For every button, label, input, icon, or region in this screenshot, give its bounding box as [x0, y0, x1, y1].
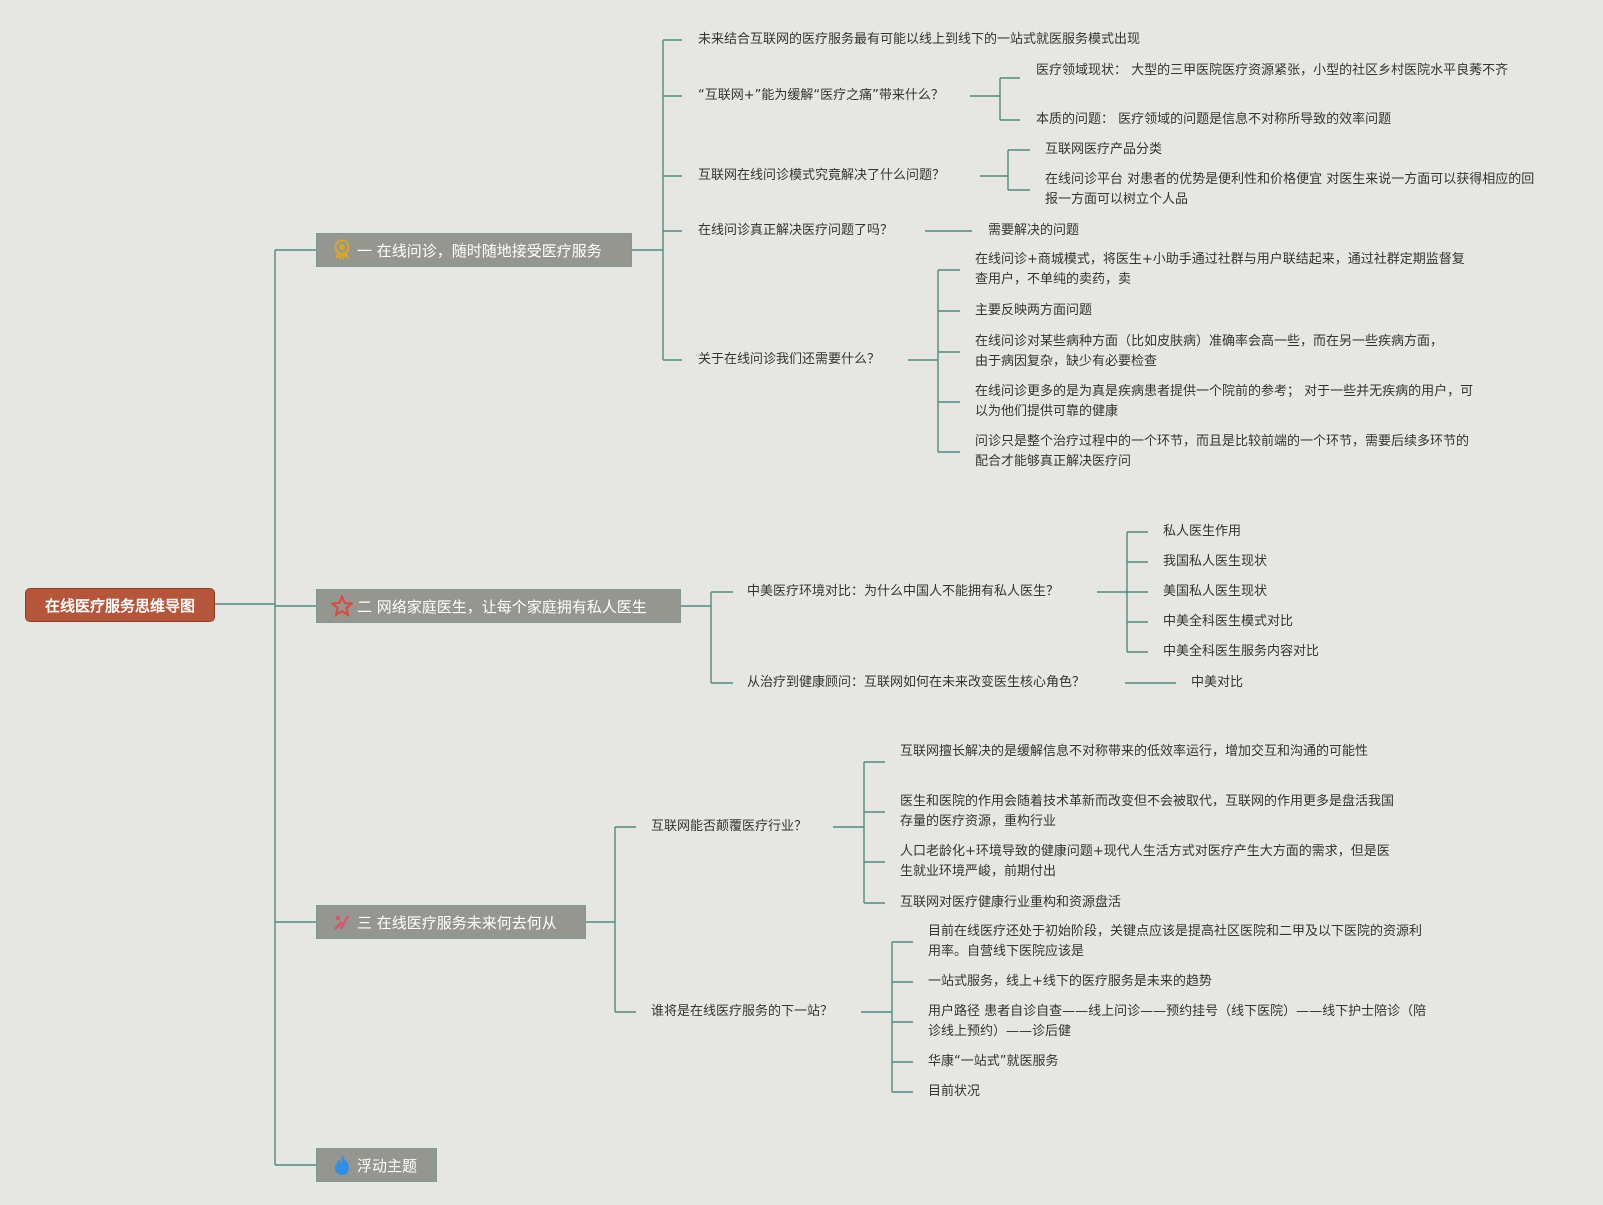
- branch-node[interactable]: “互联网+”能为缓解“医疗之痛”带来什么？: [698, 88, 944, 103]
- branch-node[interactable]: 在线问诊真正解决医疗问题了吗？: [698, 223, 894, 238]
- award-icon: [331, 239, 353, 261]
- topic-label: 三 在线医疗服务未来何去何从: [357, 913, 557, 932]
- leaf-node[interactable]: 私人医生作用: [1163, 524, 1242, 539]
- branch-node[interactable]: 未来结合互联网的医疗服务最有可能以线上到线下的一站式就医服务模式出现: [698, 32, 1141, 47]
- leaf-node[interactable]: 需要解决的问题: [988, 223, 1080, 238]
- topic-label: 二 网络家庭医生，让每个家庭拥有私人医生: [357, 597, 647, 616]
- leaf-node[interactable]: 中美对比: [1191, 675, 1244, 690]
- leaf-node[interactable]: 互联网对医疗健康行业重构和资源盘活: [900, 895, 1122, 910]
- leaf-node[interactable]: 本质的问题： 医疗领域的问题是信息不对称所导致的效率问题: [1036, 112, 1392, 127]
- topic-online-consultation[interactable]: 一 在线问诊，随时随地接受医疗服务: [316, 233, 632, 267]
- leaf-node[interactable]: 在线问诊更多的是为真是疾病患者提供一个院前的参考； 对于一些并无疾病的用户，可以…: [975, 384, 1474, 419]
- topic-floating[interactable]: 浮动主题: [316, 1148, 437, 1182]
- topic-label: 浮动主题: [357, 1156, 418, 1175]
- topic-family-doctor[interactable]: 二 网络家庭医生，让每个家庭拥有私人医生: [316, 589, 681, 623]
- topic-label: 一 在线问诊，随时随地接受医疗服务: [357, 241, 602, 260]
- branch-node[interactable]: 中美医疗环境对比：为什么中国人不能拥有私人医生？: [747, 584, 1060, 599]
- leaf-node[interactable]: 医疗领域现状： 大型的三甲医院医疗资源紧张，小型的社区乡村医院水平良莠不齐: [1036, 63, 1509, 78]
- branch-node[interactable]: 从治疗到健康顾问：互联网如何在未来改变医生核心角色？: [747, 675, 1086, 690]
- leaf-node[interactable]: 华康“一站式”就医服务: [928, 1054, 1059, 1069]
- star-icon: [331, 595, 353, 617]
- leaf-node[interactable]: 美国私人医生现状: [1163, 584, 1268, 599]
- leaf-node[interactable]: 一站式服务，线上+线下的医疗服务是未来的趋势: [928, 974, 1212, 989]
- branch-node[interactable]: 互联网在线问诊模式究竟解决了什么问题？: [698, 168, 946, 183]
- leaf-node[interactable]: 医生和医院的作用会随着技术革新而改变但不会被取代，互联网的作用更多是盘活我国存量…: [900, 794, 1395, 829]
- branch-node[interactable]: 互联网能否颠覆医疗行业？: [651, 819, 808, 834]
- leaf-node[interactable]: 在线问诊对某些病种方面（比如皮肤病）准确率会高一些，而在另一些疾病方面，由于病因…: [975, 334, 1444, 369]
- leaf-node[interactable]: 我国私人医生现状: [1163, 554, 1268, 569]
- tools-icon: [331, 911, 353, 933]
- leaf-node[interactable]: 主要反映两方面问题: [975, 303, 1093, 318]
- leaf-node[interactable]: 目前在线医疗还处于初始阶段，关键点应该是提高社区医院和二甲及以下医院的资源利用率…: [928, 924, 1423, 959]
- leaf-node[interactable]: 中美全科医生模式对比: [1163, 614, 1294, 629]
- flame-icon: [331, 1154, 353, 1176]
- leaf-node[interactable]: 目前状况: [928, 1084, 981, 1099]
- branch-node[interactable]: 关于在线问诊我们还需要什么？: [698, 352, 881, 367]
- branch-node[interactable]: 谁将是在线医疗服务的下一站？: [651, 1004, 834, 1019]
- leaf-node[interactable]: 问诊只是整个治疗过程中的一个环节，而且是比较前端的一个环节，需要后续多环节的配合…: [975, 434, 1470, 469]
- root-topic-label: 在线医疗服务思维导图: [44, 596, 195, 615]
- leaf-node[interactable]: 在线问诊平台 对患者的优势是便利性和价格便宜 对医生来说一方面可以获得相应的回报…: [1045, 172, 1535, 207]
- leaf-node[interactable]: 互联网医疗产品分类: [1045, 142, 1163, 157]
- leaf-node[interactable]: 用户路径 患者自诊自查——线上问诊——预约挂号（线下医院）——线下护士陪诊（陪诊…: [928, 1004, 1427, 1039]
- leaf-node[interactable]: 中美全科医生服务内容对比: [1163, 644, 1320, 659]
- leaf-node[interactable]: 人口老龄化+环境导致的健康问题+现代人生活方式对医疗产生大方面的需求，但是医生就…: [900, 844, 1390, 879]
- topic-future[interactable]: 三 在线医疗服务未来何去何从: [316, 905, 586, 939]
- root-topic[interactable]: 在线医疗服务思维导图: [25, 588, 215, 622]
- leaf-node[interactable]: 在线问诊+商城模式，将医生+小助手通过社群与用户联结起来，通过社群定期监督复查用…: [975, 252, 1465, 287]
- leaf-node[interactable]: 互联网擅长解决的是缓解信息不对称带来的低效率运行，增加交互和沟通的可能性: [900, 744, 1369, 759]
